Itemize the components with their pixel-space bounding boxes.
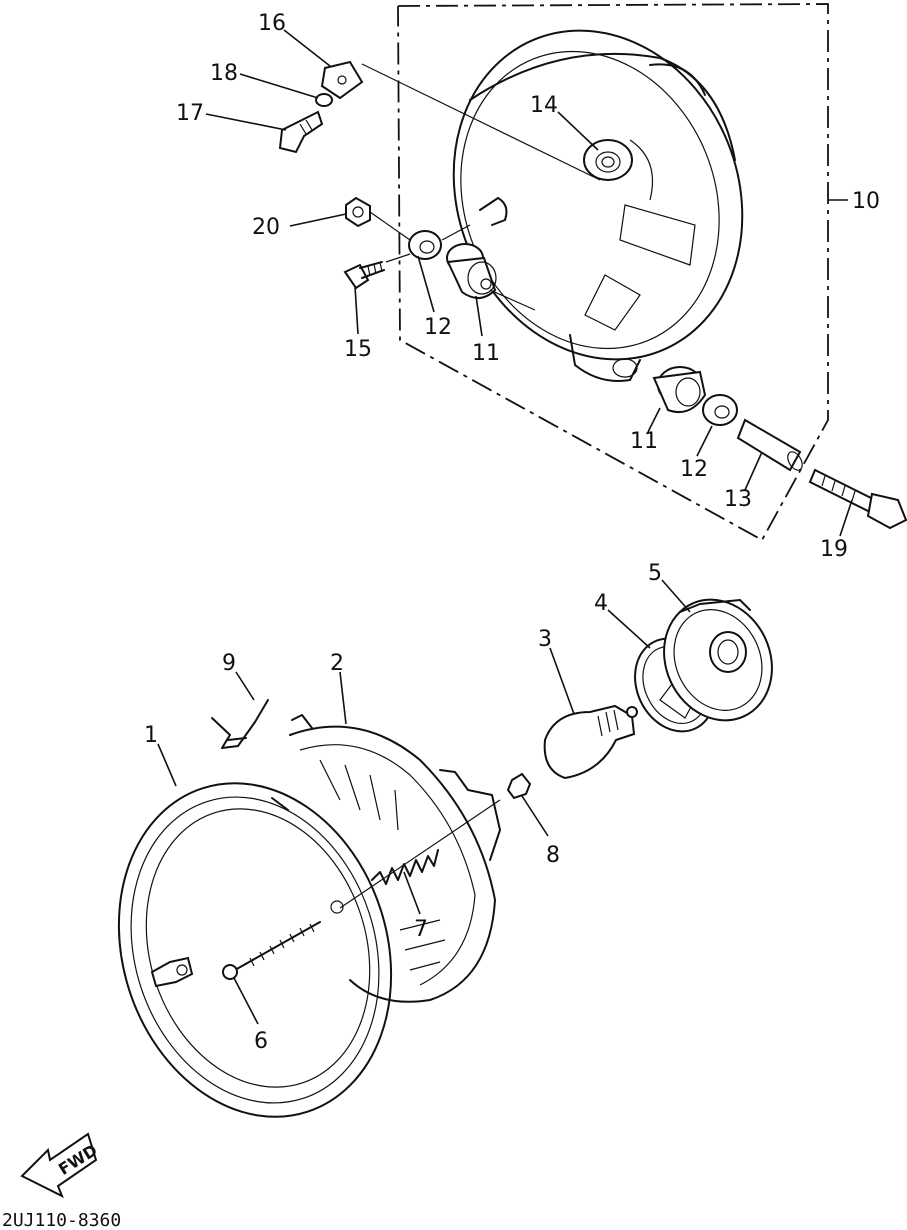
part-6-screw — [222, 921, 321, 980]
part-15-screw — [343, 261, 385, 290]
callout-13: 13 — [724, 487, 752, 512]
callout-1: 1 — [144, 723, 158, 748]
callout-7: 7 — [414, 917, 428, 942]
part-5-socket-cover — [663, 598, 773, 722]
callout-12-upper: 12 — [424, 315, 452, 340]
callout-4: 4 — [594, 591, 608, 616]
part-13-collar — [736, 418, 803, 472]
part-2-lens — [271, 714, 501, 1003]
part-3-bulb — [543, 704, 638, 780]
callout-6: 6 — [254, 1029, 268, 1054]
callout-20: 20 — [252, 215, 280, 240]
callout-12-lower: 12 — [680, 457, 708, 482]
headlight-housing — [452, 29, 744, 382]
part-11-grommet-lower — [652, 366, 707, 414]
callout-numbers: 16 18 17 14 20 10 12 15 11 11 12 13 19 5… — [144, 11, 880, 1054]
part-19-bolt — [808, 468, 907, 530]
housing-assembly-boundary — [397, 3, 848, 542]
callout-5: 5 — [648, 561, 662, 586]
callout-19: 19 — [820, 537, 848, 562]
part-17-bolt — [278, 110, 324, 154]
drawing-code: 2UJ110-8360 — [2, 1210, 121, 1230]
callout-16: 16 — [258, 11, 286, 36]
callout-11-lower: 11 — [630, 429, 658, 454]
callout-18: 18 — [210, 61, 238, 86]
part-7-spring — [371, 849, 439, 885]
callout-17: 17 — [176, 101, 204, 126]
part-12-washer-upper — [408, 230, 442, 260]
callout-10: 10 — [852, 189, 880, 214]
part-9-clip — [211, 699, 269, 749]
callout-14: 14 — [530, 93, 558, 118]
callout-2: 2 — [330, 651, 344, 676]
callout-leaders — [157, 29, 853, 1025]
part-12-washer-lower — [702, 394, 738, 426]
part-14-grommet — [601, 156, 615, 168]
callout-15: 15 — [344, 337, 372, 362]
callout-8: 8 — [546, 843, 560, 868]
part-16-plate — [320, 60, 364, 100]
callout-9: 9 — [222, 651, 236, 676]
fwd-arrow-icon: FWD — [20, 1132, 101, 1199]
callout-11-upper: 11 — [472, 341, 500, 366]
part-1-rim — [117, 782, 393, 1118]
part-11-grommet-upper — [446, 243, 497, 299]
part-18-lock-washer — [315, 93, 333, 107]
part-8-nut — [506, 772, 532, 800]
assembly-lines — [339, 63, 601, 909]
part-20-nut — [345, 196, 371, 228]
callout-3: 3 — [538, 627, 552, 652]
